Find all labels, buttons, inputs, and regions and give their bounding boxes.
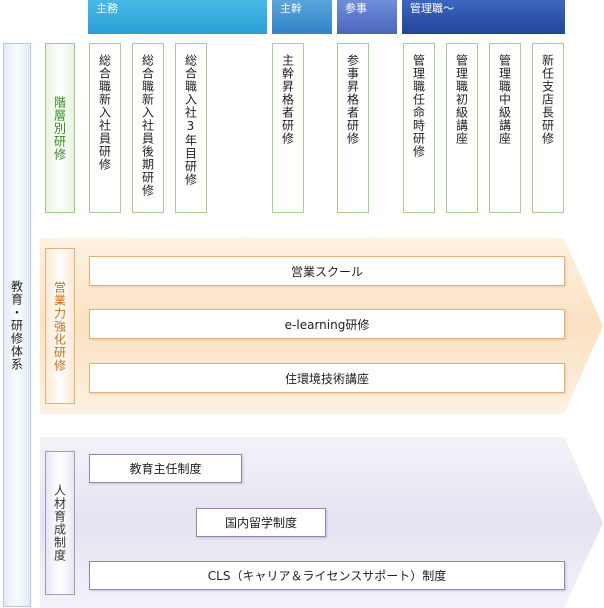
header-label: 主幹 bbox=[280, 2, 302, 15]
training-label: 総合職新入社員後期研修 bbox=[140, 54, 155, 197]
training-box: 新任支店長研修 bbox=[532, 43, 564, 213]
training-box: 総合職入社3年目研修 bbox=[175, 43, 207, 213]
hr-program-box: 教育主任制度 bbox=[89, 454, 242, 483]
header-shumu: 主務 bbox=[88, 0, 267, 34]
hr-program-label: 教育主任制度 bbox=[129, 462, 202, 476]
header-label: 主務 bbox=[96, 2, 118, 15]
category-label: 営業力強化研修 bbox=[52, 280, 67, 372]
training-label: 総合職入社3年目研修 bbox=[183, 54, 198, 186]
sales-program-box: 住環境技術講座 bbox=[89, 363, 565, 393]
sales-program-box: 営業スクール bbox=[89, 256, 565, 286]
training-box: 主幹昇格者研修 bbox=[272, 43, 304, 213]
training-label: 参事昇格者研修 bbox=[345, 54, 360, 145]
training-label: 管理職中級講座 bbox=[497, 54, 512, 145]
hr-program-box: CLS（キャリア＆ライセンスサポート）制度 bbox=[89, 561, 565, 590]
training-label: 管理職初級講座 bbox=[454, 54, 469, 145]
training-box: 参事昇格者研修 bbox=[337, 43, 369, 213]
sales-program-label: 営業スクール bbox=[290, 264, 363, 279]
training-label: 管理職任命時研修 bbox=[411, 54, 426, 158]
education-system-column: 教育・研修体系 bbox=[3, 43, 31, 607]
training-box: 管理職中級講座 bbox=[489, 43, 521, 213]
main-column-label: 教育・研修体系 bbox=[9, 279, 24, 371]
hr-program-box: 国内留学制度 bbox=[196, 508, 326, 537]
category-jinzai: 人材育成制度 bbox=[45, 451, 75, 595]
category-label: 階層別研修 bbox=[52, 95, 67, 161]
category-label: 人材育成制度 bbox=[52, 484, 67, 562]
sales-program-box: e-learning研修 bbox=[89, 309, 565, 339]
category-kaisobetsu: 階層別研修 bbox=[45, 43, 75, 213]
header-shukan: 主幹 bbox=[272, 0, 332, 34]
header-sanji: 参事 bbox=[337, 0, 397, 34]
training-box: 総合職新入社員研修 bbox=[89, 43, 121, 213]
training-label: 総合職新入社員研修 bbox=[97, 54, 112, 171]
header-label: 参事 bbox=[345, 2, 367, 15]
training-label: 主幹昇格者研修 bbox=[280, 54, 295, 145]
category-eigyo: 営業力強化研修 bbox=[45, 248, 75, 404]
hr-program-label: CLS（キャリア＆ライセンスサポート）制度 bbox=[207, 569, 447, 583]
sales-program-label: e-learning研修 bbox=[284, 317, 370, 332]
header-label: 管理職～ bbox=[410, 2, 454, 15]
training-label: 新任支店長研修 bbox=[540, 54, 555, 145]
training-box: 総合職新入社員後期研修 bbox=[132, 43, 164, 213]
hr-program-label: 国内留学制度 bbox=[224, 516, 297, 530]
training-box: 管理職任命時研修 bbox=[403, 43, 435, 213]
sales-program-label: 住環境技術講座 bbox=[284, 371, 369, 386]
training-box: 管理職初級講座 bbox=[446, 43, 478, 213]
header-kanrishoku: 管理職～ bbox=[402, 0, 565, 34]
